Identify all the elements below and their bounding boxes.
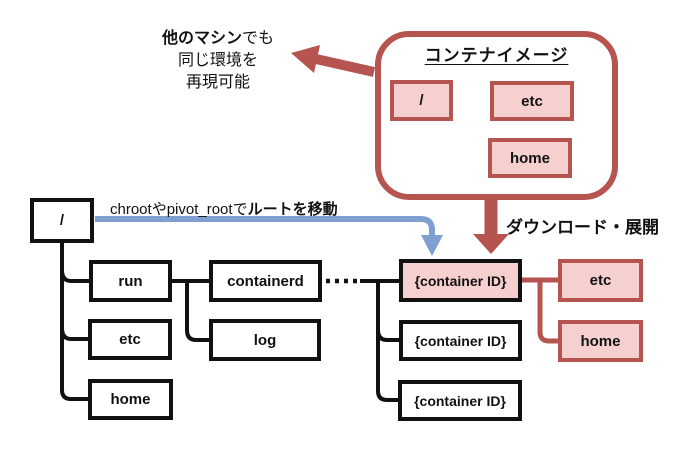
image-home-node: home — [488, 138, 572, 178]
host-root-node: / — [30, 198, 94, 243]
container-id-node-2: {container ID} — [399, 320, 522, 361]
image-etc-node: etc — [490, 81, 574, 121]
container-home-node: home — [558, 320, 643, 362]
container-id-node-1: {container ID} — [399, 259, 522, 302]
host-run-node: run — [89, 260, 172, 302]
container-child-connectors — [522, 277, 558, 344]
download-label: ダウンロード・展開 — [506, 218, 659, 237]
chroot-label: chrootやpivot_rootでルートを移動 — [110, 201, 338, 218]
host-etc-node: etc — [88, 319, 172, 360]
container-etc-node: etc — [558, 259, 643, 302]
reproduce-note: 他のマシンでも 同じ環境を 再現可能 — [138, 28, 298, 94]
image-root-node: / — [390, 80, 453, 121]
host-tree-connectors — [60, 243, 399, 402]
reproduce-note-line2: 同じ環境を — [177, 52, 258, 69]
log-node: log — [209, 319, 321, 361]
container-id-node-3: {container ID} — [398, 380, 522, 421]
download-arrow — [473, 200, 509, 254]
container-image-title: コンテナイメージ — [424, 46, 569, 65]
reproduce-note-line1: 他のマシンでも — [161, 30, 275, 47]
chroot-arrow — [95, 216, 443, 256]
reproduce-arrow — [291, 45, 376, 77]
reproduce-note-line3: 再現可能 — [185, 74, 250, 91]
containerd-node: containerd — [209, 260, 322, 302]
host-home-node: home — [88, 379, 173, 420]
